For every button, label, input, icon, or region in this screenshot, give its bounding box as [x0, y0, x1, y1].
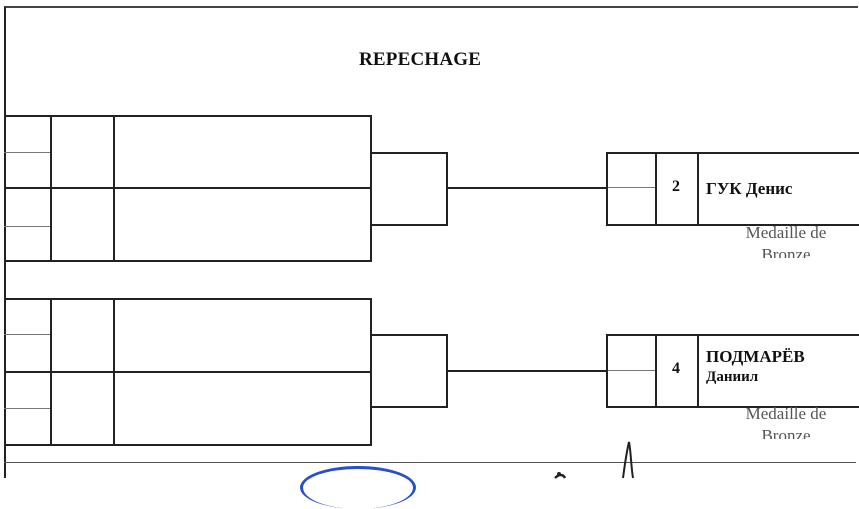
- section-title: REPECHAGE: [359, 49, 482, 70]
- result-divider: [697, 334, 699, 408]
- bracket-winner-box-1: [370, 152, 448, 226]
- result-sub-line: [608, 187, 656, 188]
- bracket-sub-line: [4, 334, 50, 335]
- result-surname: ГУК Денис: [706, 179, 793, 198]
- medal-label: Medaille de Bronze: [721, 403, 851, 439]
- medal-line: Bronze: [761, 426, 811, 439]
- result-seed: 2: [672, 178, 680, 195]
- result-seed: 4: [672, 360, 680, 377]
- signature-mark: [554, 441, 634, 479]
- result-divider: [655, 152, 657, 226]
- medal-line: Medaille de: [745, 223, 827, 242]
- bracket-connector: [446, 187, 608, 189]
- bracket-row-line: [4, 371, 372, 373]
- medal-line: Bronze: [761, 245, 811, 258]
- medal-line: Medaille de: [745, 404, 827, 423]
- bottom-rule: [4, 462, 856, 463]
- bracket-sub-line: [4, 152, 50, 153]
- result-sub-line: [608, 370, 656, 371]
- medal-label: Medaille de Bronze: [721, 222, 851, 258]
- bracket-sub-line: [4, 408, 50, 409]
- result-box-2: [606, 334, 859, 408]
- result-divider: [655, 334, 657, 408]
- stamp-seal: [300, 466, 416, 509]
- result-divider: [697, 152, 699, 226]
- result-box-1: [606, 152, 859, 226]
- result-name: ПОДМАРЁВ Даниил: [706, 347, 805, 387]
- bracket-sub-line: [4, 226, 50, 227]
- bracket-connector: [446, 370, 608, 372]
- bracket-winner-box-2: [370, 334, 448, 408]
- bracket-row-line: [4, 187, 372, 189]
- result-name: ГУК Денис: [706, 179, 792, 199]
- result-surname: ПОДМАРЁВ: [706, 347, 805, 366]
- result-first-name: Даниил: [706, 369, 759, 385]
